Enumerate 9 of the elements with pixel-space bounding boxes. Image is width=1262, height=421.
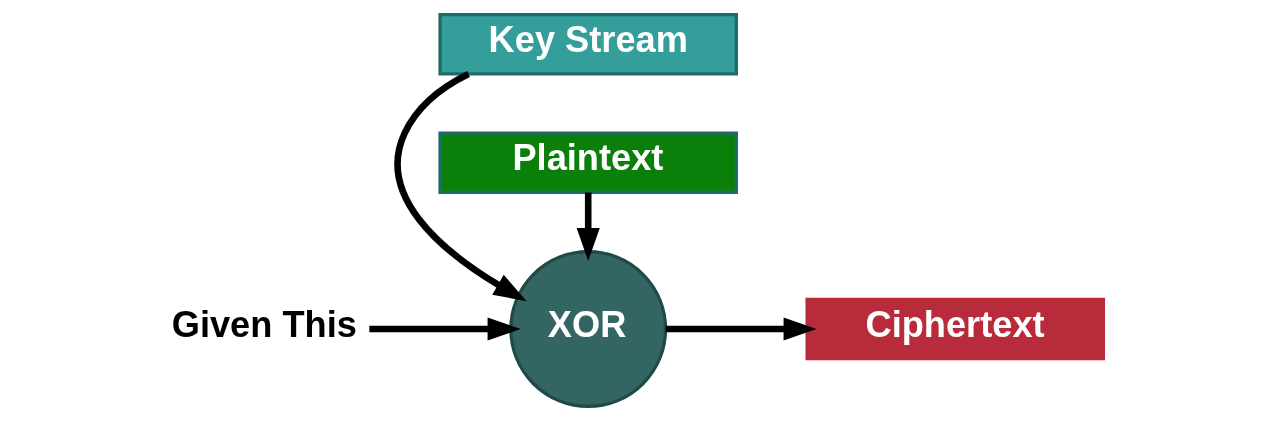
arrow — [665, 317, 817, 341]
node-box: Plaintext — [438, 131, 738, 195]
node-circle: XOR — [509, 250, 668, 409]
arrow — [576, 192, 600, 262]
arrow — [369, 317, 521, 341]
node-text: Given This — [171, 303, 357, 345]
node-box: Ciphertext — [805, 297, 1106, 361]
arrow — [394, 71, 527, 302]
node-box: Key Stream — [438, 12, 738, 76]
